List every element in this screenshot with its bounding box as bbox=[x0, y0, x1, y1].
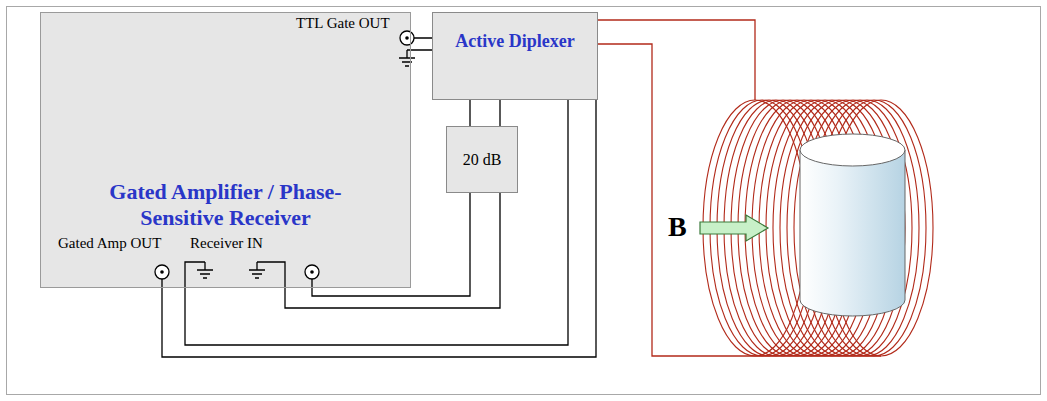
coil-lead bbox=[598, 20, 755, 100]
ground-symbol bbox=[249, 262, 265, 278]
field-arrow bbox=[700, 215, 768, 241]
port-label: TTL Gate OUT bbox=[296, 14, 390, 32]
bnc-connector bbox=[400, 31, 414, 45]
coax-cable bbox=[470, 100, 500, 126]
node-text: Active Diplexer bbox=[455, 31, 574, 52]
bnc-connector bbox=[155, 31, 414, 279]
sample-cylinder bbox=[800, 150, 905, 316]
bnc-pin bbox=[405, 36, 409, 40]
box-fill bbox=[40, 12, 411, 288]
ground-symbol bbox=[197, 262, 213, 278]
port-label: Receiver IN bbox=[190, 234, 263, 252]
ground-symbol bbox=[399, 50, 415, 66]
node-text: Gated Amplifier / Phase-Sensitive Receiv… bbox=[41, 179, 410, 231]
port-label: Gated Amp OUT bbox=[58, 234, 161, 252]
box-backing bbox=[40, 12, 411, 288]
bnc-pin bbox=[160, 270, 164, 274]
attenuator-box: 20 dB bbox=[446, 126, 518, 193]
bnc-connector bbox=[305, 265, 319, 279]
cylinder-top bbox=[800, 134, 905, 166]
bnc-pin bbox=[310, 270, 314, 274]
field-label: B bbox=[666, 212, 689, 242]
coil-turn bbox=[801, 100, 905, 356]
sample-cylinder bbox=[800, 134, 905, 316]
node-text: 20 dB bbox=[463, 151, 502, 169]
bnc-connector bbox=[155, 265, 169, 279]
frame bbox=[7, 7, 1041, 395]
diplexer-box: Active Diplexer bbox=[432, 12, 598, 100]
